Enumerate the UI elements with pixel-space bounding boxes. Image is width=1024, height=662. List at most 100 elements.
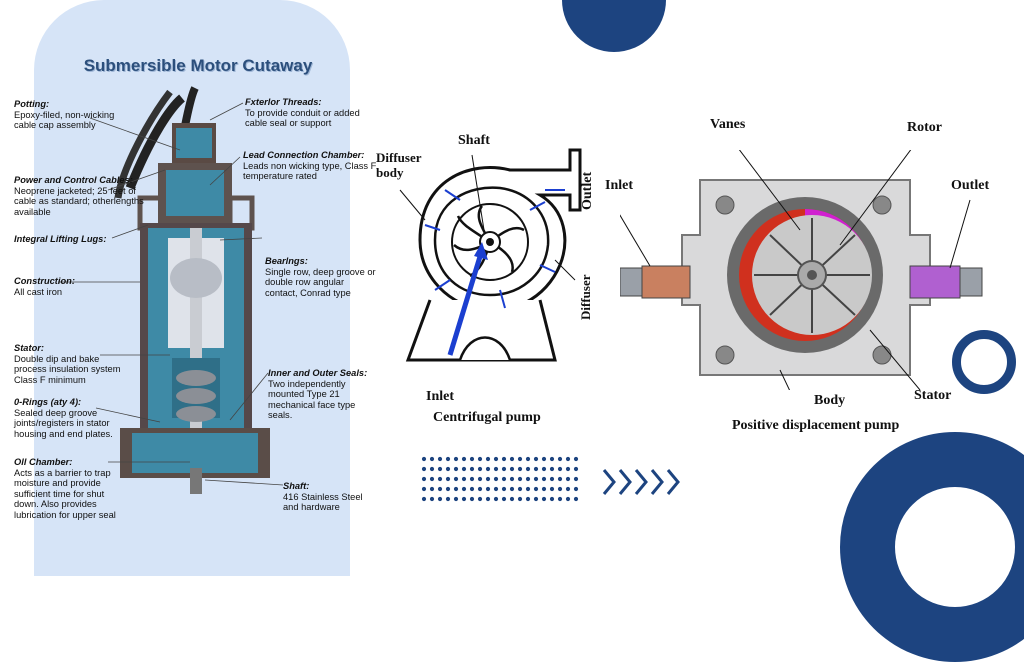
centrifugal-caption: Centrifugal pump — [433, 410, 541, 425]
grid-dot — [421, 466, 427, 472]
grid-dot — [453, 466, 459, 472]
top-half-circle-decoration — [562, 0, 666, 52]
dot-grid-decoration: (function(){ var g = document.currentScr… — [421, 456, 579, 502]
grid-dot — [485, 476, 491, 482]
grid-dot — [573, 466, 579, 472]
grid-dot — [549, 486, 555, 492]
grid-dot — [541, 476, 547, 482]
grid-dot — [493, 456, 499, 462]
grid-dot — [501, 456, 507, 462]
grid-dot — [445, 476, 451, 482]
grid-dot — [533, 476, 539, 482]
grid-dot — [437, 456, 443, 462]
motor-cutaway-illustration — [114, 86, 270, 494]
grid-dot — [501, 466, 507, 472]
grid-dot — [549, 476, 555, 482]
ring-circle-decoration — [952, 330, 1016, 394]
chevron-arrows-icon — [602, 469, 680, 495]
label-power-cables: Power and Control Cables:Neoprene jacket… — [14, 175, 144, 217]
grid-dot — [461, 496, 467, 502]
grid-dot — [549, 466, 555, 472]
pd-vanes-label: Vanes — [710, 117, 746, 132]
grid-dot — [525, 456, 531, 462]
grid-dot — [565, 456, 571, 462]
grid-dot — [493, 486, 499, 492]
grid-dot — [501, 486, 507, 492]
grid-dot — [477, 486, 483, 492]
motor-leader-lines — [58, 102, 284, 486]
label-construction: Construction:All cast iron — [14, 276, 75, 297]
label-bearings: Bearlngs:Single row, deep groove or doub… — [265, 256, 376, 298]
bottom-ring-decoration — [840, 432, 1024, 662]
grid-dot — [533, 466, 539, 472]
grid-dot — [445, 466, 451, 472]
motor-title: Submersible Motor Cutaway — [83, 56, 313, 75]
label-oil-chamber: Oll Chamber:Acts as a barrier to trap mo… — [14, 457, 116, 520]
grid-dot — [501, 476, 507, 482]
grid-dot — [429, 496, 435, 502]
label-shaft: Shaft:416 Stainless Steel and hardware — [283, 481, 363, 512]
grid-dot — [429, 466, 435, 472]
grid-dot — [453, 456, 459, 462]
grid-dot — [469, 476, 475, 482]
grid-dot — [565, 466, 571, 472]
centrifugal-shaft-label: Shaft — [458, 133, 490, 148]
pd-inlet-label: Inlet — [605, 178, 633, 193]
grid-dot — [517, 466, 523, 472]
grid-dot — [453, 496, 459, 502]
grid-dot — [445, 486, 451, 492]
grid-dot — [573, 496, 579, 502]
grid-dot — [557, 496, 563, 502]
grid-dot — [517, 456, 523, 462]
grid-dot — [485, 486, 491, 492]
label-potting: Potting:Epoxy-filed, non-wicking cable c… — [14, 99, 115, 130]
grid-dot — [485, 466, 491, 472]
grid-dot — [533, 456, 539, 462]
grid-dot — [429, 486, 435, 492]
grid-dot — [557, 456, 563, 462]
pd-caption: Positive displacement pump — [732, 418, 900, 433]
grid-dot — [493, 476, 499, 482]
grid-dot — [517, 486, 523, 492]
grid-dot — [509, 496, 515, 502]
grid-dot — [493, 496, 499, 502]
grid-dot — [437, 476, 443, 482]
grid-dot — [557, 476, 563, 482]
grid-dot — [421, 476, 427, 482]
grid-dot — [421, 496, 427, 502]
grid-dot — [453, 476, 459, 482]
grid-dot — [573, 476, 579, 482]
grid-dot — [533, 496, 539, 502]
label-stator: Stator:Double dip and bake process insul… — [14, 343, 121, 385]
grid-dot — [565, 476, 571, 482]
grid-dot — [541, 486, 547, 492]
grid-dot — [557, 486, 563, 492]
grid-dot — [477, 496, 483, 502]
grid-dot — [429, 456, 435, 462]
pd-outlet-label: Outlet — [951, 178, 990, 193]
grid-dot — [445, 456, 451, 462]
grid-dot — [541, 456, 547, 462]
grid-dot — [485, 496, 491, 502]
grid-dot — [453, 486, 459, 492]
pd-rotor-label: Rotor — [907, 120, 942, 135]
grid-dot — [549, 456, 555, 462]
grid-dot — [485, 456, 491, 462]
pd-body-label: Body — [814, 393, 846, 408]
grid-dot — [525, 496, 531, 502]
grid-dot — [429, 476, 435, 482]
positive-displacement-pump-diagram — [620, 150, 983, 390]
label-o-rings: 0-Rings (aty 4):Sealed deep groove joint… — [14, 397, 113, 439]
grid-dot — [573, 456, 579, 462]
grid-dot — [469, 486, 475, 492]
grid-dot — [469, 496, 475, 502]
grid-dot — [437, 466, 443, 472]
grid-dot — [421, 456, 427, 462]
centrifugal-outlet-label: Outlet — [580, 171, 595, 210]
grid-dot — [565, 486, 571, 492]
centrifugal-diffuser-body-label: Diffuser body — [376, 150, 422, 180]
grid-dot — [501, 496, 507, 502]
pd-stator-label: Stator — [914, 388, 952, 403]
grid-dot — [421, 486, 427, 492]
grid-dot — [493, 466, 499, 472]
